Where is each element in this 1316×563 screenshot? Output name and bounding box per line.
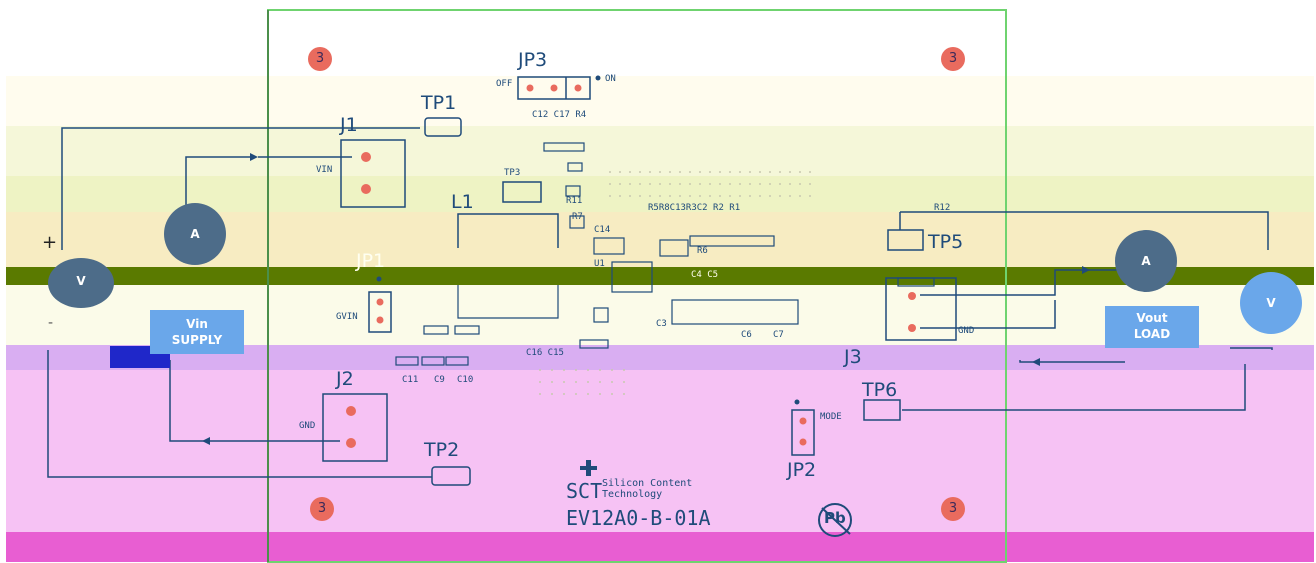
vout-ammeter-icon: A [1115, 230, 1177, 292]
vout-load-box: Vout LOAD [1105, 306, 1199, 348]
vout-wire [920, 269, 1130, 296]
vin-ammeter-icon: A [164, 203, 226, 265]
vout-load-line2: LOAD [1133, 327, 1171, 341]
vin-voltmeter-icon: V [48, 258, 114, 308]
tp6-wire [902, 364, 1246, 411]
tint-band-cream [6, 126, 1314, 176]
vin-supply-box: Vin SUPPLY [150, 310, 244, 354]
jp3-header [517, 76, 591, 100]
c10-label: C10 [457, 375, 474, 385]
c14-label: C14 [594, 225, 611, 235]
tp1-label: TP1 [421, 92, 457, 114]
jp2-label: JP2 [787, 459, 817, 481]
j2-pin1 [346, 406, 356, 416]
r5-row-label: R5R8C13R3C2 R2 R1 [648, 203, 741, 213]
jp1-header [368, 291, 392, 333]
tp3-label: TP3 [504, 168, 521, 178]
tp2-pad [431, 466, 471, 486]
mode-label: MODE [820, 412, 842, 422]
pb-free-symbol-text: Pb [824, 509, 846, 527]
gvin-label: GVIN [336, 312, 358, 322]
tp5-pad [887, 229, 924, 251]
plus-sign: + [42, 232, 58, 253]
j2-label: J2 [336, 368, 354, 390]
gnd-right-label: GND [958, 326, 975, 336]
j1-pin1 [361, 152, 371, 162]
j3-pin2 [908, 324, 916, 332]
j2-connector [322, 393, 388, 462]
tint-band-light [6, 76, 1314, 126]
j3-label: J3 [844, 346, 862, 368]
tp3-pad [502, 181, 542, 203]
mounting-hole-top-right: 3 [941, 47, 965, 71]
r11-label: R11 [566, 196, 583, 206]
c11-label: C11 [402, 375, 419, 385]
u1-label: U1 [594, 259, 605, 269]
tint-band-pink [6, 370, 1314, 532]
tp5-label: TP5 [928, 231, 964, 253]
c3-label: C3 [656, 319, 667, 329]
mounting-hole-bottom-left: 3 [310, 497, 334, 521]
l1-outline-lower [457, 285, 559, 319]
tint-band-magenta [6, 532, 1314, 562]
component-footprints [395, 142, 935, 366]
jp3-label: JP3 [518, 49, 548, 71]
mounting-hole-top-left: 3 [308, 47, 332, 71]
tp1-pad [424, 117, 462, 137]
j1-label: J1 [340, 114, 358, 136]
j3-pin1 [908, 292, 916, 300]
gnd-wire [169, 360, 340, 442]
r6-label: R6 [697, 246, 708, 256]
sct-logo-mark [580, 460, 597, 476]
arrow-left-2 [1032, 358, 1040, 366]
c4c5-label: C4 C5 [691, 270, 719, 280]
tp6-pad [863, 399, 901, 421]
vout-plus-wire [900, 211, 1269, 250]
company-name-line1: Silicon Content [602, 478, 693, 489]
sct-logo-text: SCT [566, 479, 603, 503]
jp3-off-label: OFF [496, 79, 513, 89]
board-id-label: EV12A0-B-01A [566, 506, 711, 530]
vout-voltmeter-icon: V [1240, 272, 1302, 334]
load-gnd-wire [1019, 360, 1125, 363]
vin-supply-line1: Vin [186, 317, 208, 331]
vout-load-line1: Vout [1136, 311, 1168, 325]
r7-label: R7 [572, 212, 583, 222]
via-field [539, 171, 811, 395]
c7-label: C7 [773, 330, 784, 340]
tp2-label: TP2 [424, 439, 460, 461]
gnd-left-label: GND [299, 421, 316, 431]
j2-pin2 [346, 438, 356, 448]
j3-connector [885, 277, 957, 341]
l1-outline [457, 213, 559, 248]
vin-plus-wire [61, 127, 420, 250]
arrow-right [250, 153, 258, 161]
minus-wire [47, 350, 432, 478]
pb-free-circle [818, 503, 852, 537]
tp6-label: TP6 [862, 379, 898, 401]
vin-pin-label: VIN [316, 165, 333, 175]
c9-label: C9 [434, 375, 445, 385]
jp3-on-label: ON [605, 74, 616, 84]
arrow-left [202, 437, 210, 445]
r12-label: R12 [934, 203, 951, 213]
l1-label: L1 [451, 191, 474, 213]
j1-pin2 [361, 184, 371, 194]
tint-band-yellow [6, 176, 1314, 212]
vm-minus-wire [1230, 347, 1273, 350]
gnd-right-wire [920, 300, 1056, 329]
tint-band-green [6, 267, 1314, 285]
minus-sign: - [48, 315, 54, 331]
mounting-hole-bottom-right: 3 [941, 497, 965, 521]
jp1-label: JP1 [356, 250, 386, 272]
company-name-line2: Technology [602, 489, 663, 500]
j1-connector [340, 139, 406, 208]
arrow-right-2 [1082, 266, 1090, 274]
jp2-header [791, 409, 815, 456]
c12-c17-r4-label: C12 C17 R4 [532, 110, 587, 120]
c6-label: C6 [741, 330, 752, 340]
c16c15-label: C16 C15 [526, 348, 564, 358]
vin-supply-line2: SUPPLY [171, 333, 223, 347]
